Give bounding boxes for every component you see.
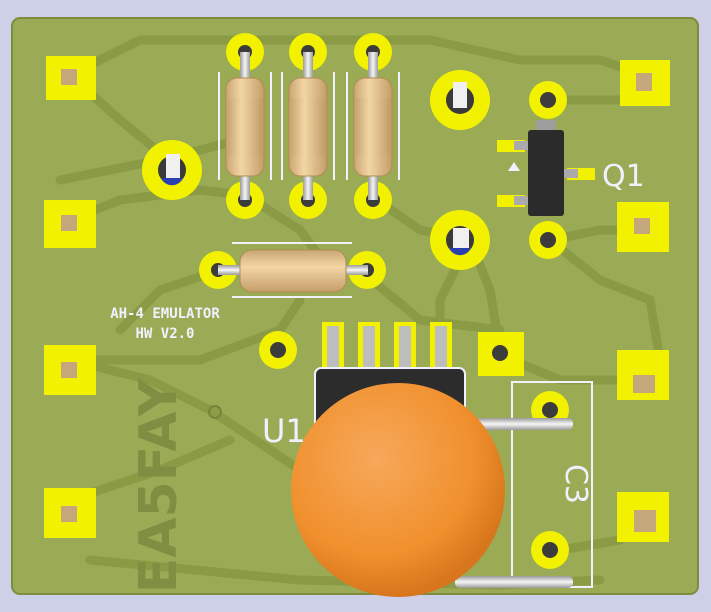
capacitor-c3 [291, 383, 573, 597]
board-title-line1: AH-4 EMULATOR [110, 306, 220, 322]
board-title-line2: HW V2.0 [135, 326, 194, 342]
round-pad [478, 332, 524, 376]
edge-pad [620, 60, 670, 106]
round-pad [529, 221, 567, 259]
round-pad [259, 331, 297, 369]
transistor-q1 [497, 120, 595, 216]
through-hole-pads [142, 33, 569, 569]
resistor-r3 [353, 52, 393, 200]
resistor-array [218, 52, 400, 200]
round-pad [430, 70, 490, 130]
resistor-r2 [288, 52, 328, 200]
designator-c3: C3 [558, 464, 593, 504]
resistor-r4 [218, 242, 368, 298]
designator-u1: U1 [262, 412, 306, 450]
edge-pads [44, 56, 670, 542]
edge-pad [44, 200, 96, 248]
edge-pad [44, 488, 96, 538]
designator-q1: Q1 [602, 159, 645, 194]
round-pad [529, 81, 567, 119]
edge-pad [617, 350, 669, 400]
round-pad [531, 531, 569, 569]
callsign: EA5FAY [129, 377, 189, 593]
round-pad [142, 140, 202, 200]
round-pad [430, 210, 490, 270]
resistor-r1 [225, 52, 265, 200]
edge-pad [46, 56, 96, 100]
edge-pad [44, 345, 96, 395]
edge-pad [617, 202, 669, 252]
via [208, 405, 222, 419]
edge-pad [617, 492, 669, 542]
